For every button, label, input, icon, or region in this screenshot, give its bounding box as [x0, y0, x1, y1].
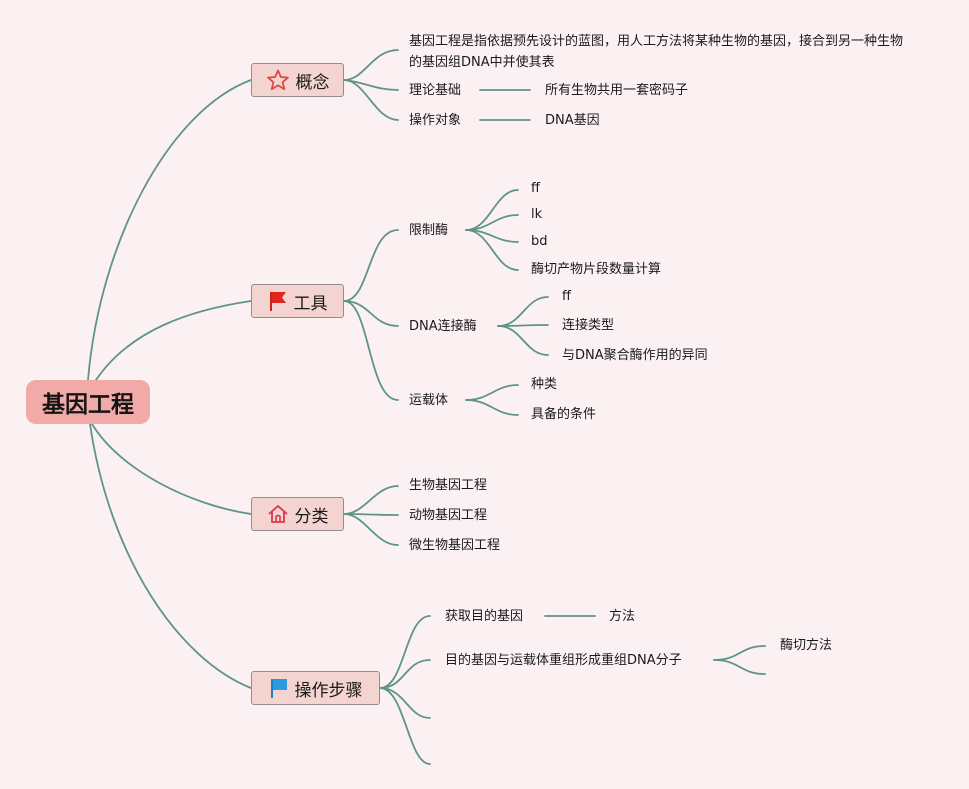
- steps-recombine-detail[interactable]: 酶切方法: [780, 638, 833, 653]
- topic-concept[interactable]: 概念: [251, 63, 344, 97]
- concept-object[interactable]: 操作对象: [409, 113, 462, 128]
- vector-item[interactable]: 具备的条件: [531, 407, 597, 422]
- steps-obtain-detail[interactable]: 方法: [609, 609, 636, 624]
- topic-label: 分类: [294, 506, 329, 527]
- ligase-item[interactable]: 与DNA聚合酶作用的异同: [562, 348, 708, 363]
- root-topic[interactable]: 基因工程: [26, 380, 150, 424]
- category-item[interactable]: 微生物基因工程: [409, 538, 501, 553]
- topic-label: 工具: [293, 293, 328, 314]
- star-icon: [266, 69, 290, 91]
- steps-obtain-gene[interactable]: 获取目的基因: [445, 609, 524, 624]
- ligase-item[interactable]: 连接类型: [562, 318, 615, 333]
- restriction-item[interactable]: bd: [531, 234, 548, 249]
- topic-steps[interactable]: 操作步骤: [251, 671, 380, 705]
- concept-theory-detail[interactable]: 所有生物共用一套密码子: [545, 83, 689, 98]
- blue-flag-icon: [269, 677, 289, 699]
- topic-label: 操作步骤: [294, 680, 363, 701]
- tools-vector[interactable]: 运载体: [409, 393, 449, 408]
- red-flag-icon: [268, 290, 288, 312]
- restriction-item[interactable]: 酶切产物片段数量计算: [531, 262, 662, 277]
- concept-definition[interactable]: 基因工程是指依据预先设计的蓝图，用人工方法将某种生物的基因，接合到另一种生物的基…: [409, 34, 904, 70]
- restriction-item[interactable]: lk: [531, 207, 543, 222]
- tools-ligase[interactable]: DNA连接酶: [409, 319, 477, 334]
- vector-item[interactable]: 种类: [531, 377, 558, 392]
- concept-theory[interactable]: 理论基础: [409, 83, 462, 98]
- category-item[interactable]: 生物基因工程: [409, 478, 488, 493]
- category-item[interactable]: 动物基因工程: [409, 508, 488, 523]
- topic-category[interactable]: 分类: [251, 497, 344, 531]
- restriction-item[interactable]: ff: [531, 181, 540, 196]
- house-icon: [267, 504, 289, 524]
- topic-label: 概念: [295, 72, 330, 93]
- steps-recombine[interactable]: 目的基因与运载体重组形成重组DNA分子: [445, 653, 682, 668]
- topic-tools[interactable]: 工具: [251, 284, 344, 318]
- ligase-item[interactable]: ff: [562, 289, 571, 304]
- concept-object-detail[interactable]: DNA基因: [545, 113, 600, 128]
- tools-restriction-enzyme[interactable]: 限制酶: [409, 223, 449, 238]
